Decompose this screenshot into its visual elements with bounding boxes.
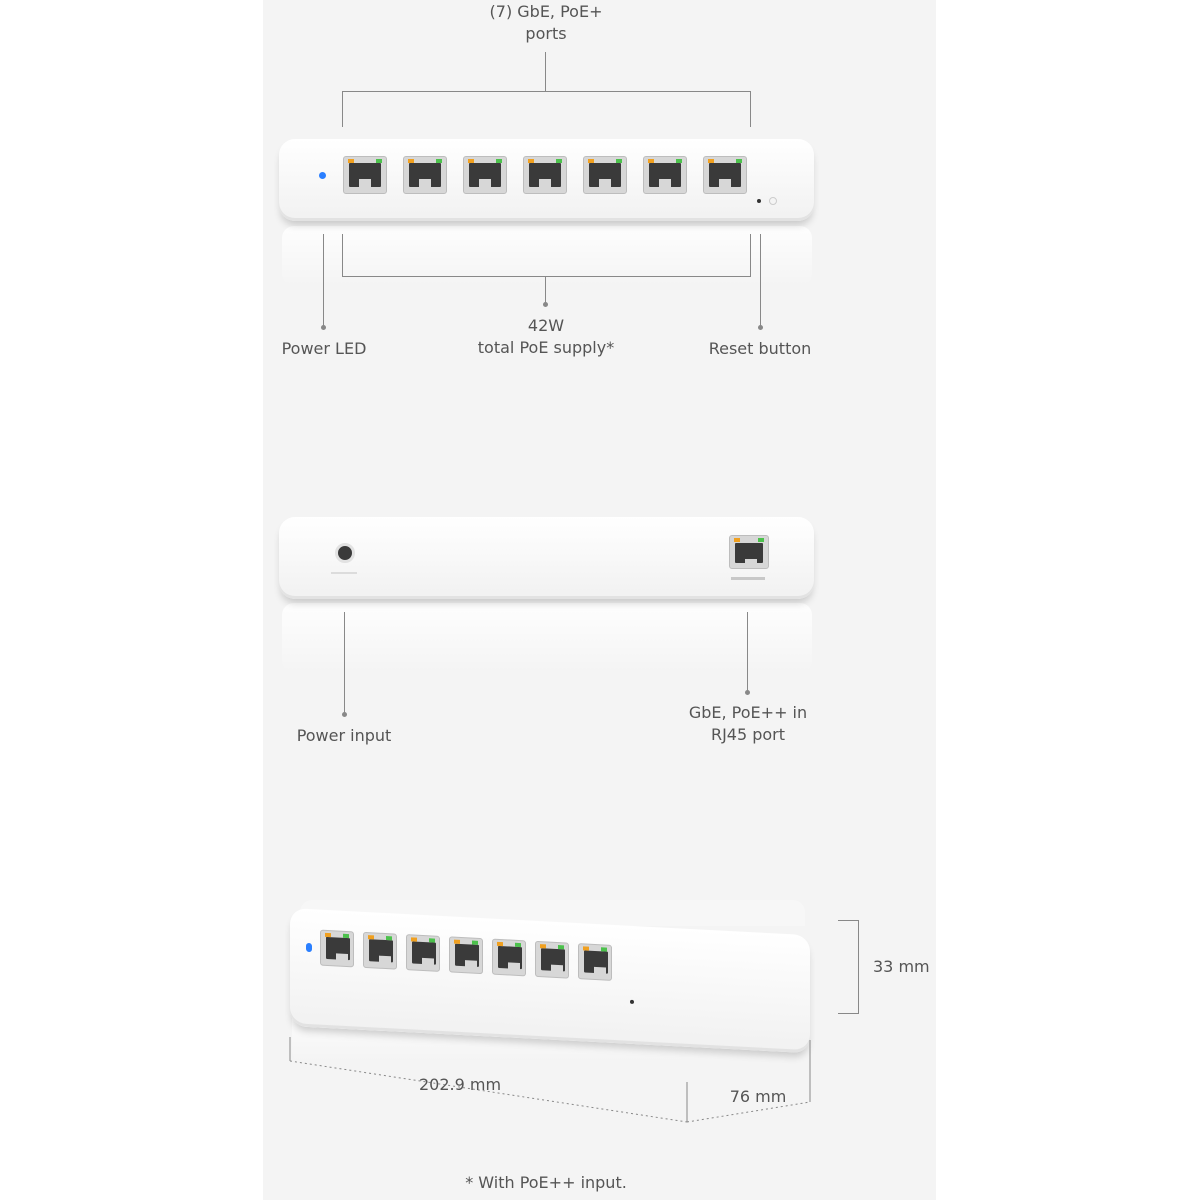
uplink-leader	[747, 612, 748, 692]
depth-label: 76 mm	[729, 1087, 787, 1106]
gbe-poe-port-icon	[523, 156, 567, 194]
gbe-poe-port-icon	[583, 156, 627, 194]
uplink-port-text-mark	[731, 577, 765, 580]
reset-label: Reset button	[708, 339, 812, 358]
iso-power-led-icon	[306, 942, 312, 953]
height-bracket-bottom	[838, 1013, 859, 1014]
iso-gbe-poe-port-icon	[449, 936, 483, 975]
iso-gbe-poe-port-icon	[578, 943, 612, 981]
iso-reset-button-icon	[630, 999, 634, 1005]
uplink-label: GbE, PoE++ in RJ45 port	[688, 703, 808, 744]
gbe-poe-port-icon	[403, 156, 447, 194]
iso-gbe-poe-port-icon	[320, 929, 354, 968]
iso-gbe-poe-port-icon	[492, 938, 526, 977]
uplink-port-icon	[729, 535, 769, 569]
reset-leader	[760, 234, 761, 326]
power-input-label: Power input	[296, 726, 392, 745]
back-reflection	[282, 603, 812, 673]
gbe-poe-port-icon	[643, 156, 687, 194]
height-bracket-line	[858, 920, 859, 1014]
power-input-icon	[335, 543, 355, 563]
reset-hint-icon	[769, 197, 777, 205]
poe-bracket-bottom	[342, 276, 751, 277]
iso-gbe-poe-port-icon	[363, 931, 397, 970]
gbe-poe-port-icon	[343, 156, 387, 194]
front-reflection	[282, 226, 812, 286]
iso-gbe-poe-port-icon	[406, 934, 440, 972]
power-led-icon	[319, 172, 326, 179]
gbe-poe-port-icon	[463, 156, 507, 194]
width-label: 202.9 mm	[418, 1075, 502, 1094]
front-switch-body	[279, 139, 814, 221]
iso-gbe-poe-port-icon	[535, 940, 569, 979]
back-switch-body	[279, 517, 814, 599]
footnote: * With PoE++ input.	[465, 1173, 627, 1192]
height-label: 33 mm	[873, 957, 930, 976]
poe-bracket-right	[750, 234, 751, 276]
poe-bracket-left	[342, 234, 343, 276]
gbe-poe-port-icon	[703, 156, 747, 194]
power-input-text-mark	[331, 572, 357, 574]
ports-label: (7) GbE, PoE+ ports	[489, 2, 603, 43]
reset-button-icon	[757, 199, 761, 203]
ports-bracket-stem	[545, 52, 546, 92]
poe-supply-label: 42W total PoE supply*	[477, 316, 615, 357]
power-input-leader	[344, 612, 345, 714]
power-led-label: Power LED	[281, 339, 367, 358]
height-bracket-top	[838, 920, 859, 921]
power-led-leader	[323, 234, 324, 326]
ports-bracket-top	[342, 91, 751, 92]
